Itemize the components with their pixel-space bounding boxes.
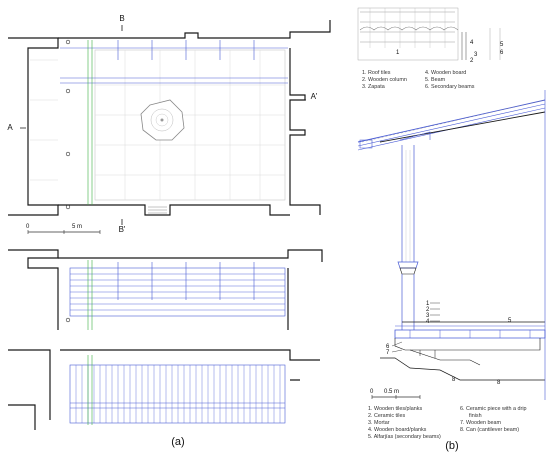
panel-b-tile-detail [357,7,501,61]
section-callout-8b: 8 [497,380,501,386]
top-legend-item-4: 4. Wooden board [425,70,466,76]
panel-a-scale-bar [27,230,101,234]
section-callout-3: 3 [426,313,430,319]
top-legend-item-3: 3. Zapata [362,84,385,90]
panel-b-scale-bar [371,395,421,399]
bottom-legend-item-1: 1. Wooden tiles/planks [368,406,422,412]
section-callout-8a: 8 [452,377,456,383]
top-callout-2: 2 [470,58,474,64]
section-callout-4: 4 [426,319,430,325]
top-callout-5: 5 [500,42,504,48]
bottom-legend-item-4: 4. Wooden board/planks [368,427,427,433]
top-legend-item-2: 2. Wooden column [362,77,407,83]
top-callout-3: 3 [474,52,478,58]
scale-a-start: 0 [26,224,30,230]
panel-b-bottom-legend: 1. Wooden tiles/planks 2. Ceramic tiles … [368,406,527,440]
scale-b-end: 0.5 m [384,389,399,395]
bottom-legend-item-2: 2. Ceramic tiles [368,413,405,419]
panel-b-section [357,90,546,400]
top-legend-item-1: 1. Roof tiles [362,70,391,76]
panel-a-caption: (a) [171,436,184,448]
section-label-bottom: B' [119,225,126,234]
bottom-legend-item-7: 7. Wooden beam [460,420,501,426]
panel-a-plan-top [8,20,331,225]
top-legend-item-6: 6. Secondary beams [425,84,475,90]
panel-a-plan-middle [8,249,323,330]
section-callout-6: 6 [386,344,390,350]
top-callout-1: 1 [396,50,400,56]
section-callout-7: 7 [386,350,390,356]
top-callout-4: 4 [470,40,474,46]
section-callout-1: 1 [426,301,430,307]
bottom-legend-item-3: 3. Mortar [368,420,390,426]
section-label-top: B [119,14,124,23]
top-callout-6: 6 [500,50,504,56]
section-label-left: A [7,123,13,132]
top-legend-item-5: 5. Beam [425,77,446,83]
scale-a-end: 5 m [72,224,82,230]
scale-b-start: 0 [370,389,374,395]
section-callout-5: 5 [508,318,512,324]
bottom-legend-item-6-cont: finish [469,413,482,419]
bottom-legend-item-6: 6. Ceramic piece with a drip [460,406,527,412]
bottom-legend-item-5: 5. Alfarjías (secondary beams) [368,434,441,440]
section-label-right: A' [311,92,318,101]
section-callout-2: 2 [426,307,430,313]
panel-b-top-legend: 1. Roof tiles 2. Wooden column 3. Zapata… [362,70,475,90]
bottom-legend-item-8: 8. Can (cantilever beam) [460,427,519,433]
panel-b-caption: (b) [445,440,458,452]
panel-a-plan-bottom [8,349,320,430]
